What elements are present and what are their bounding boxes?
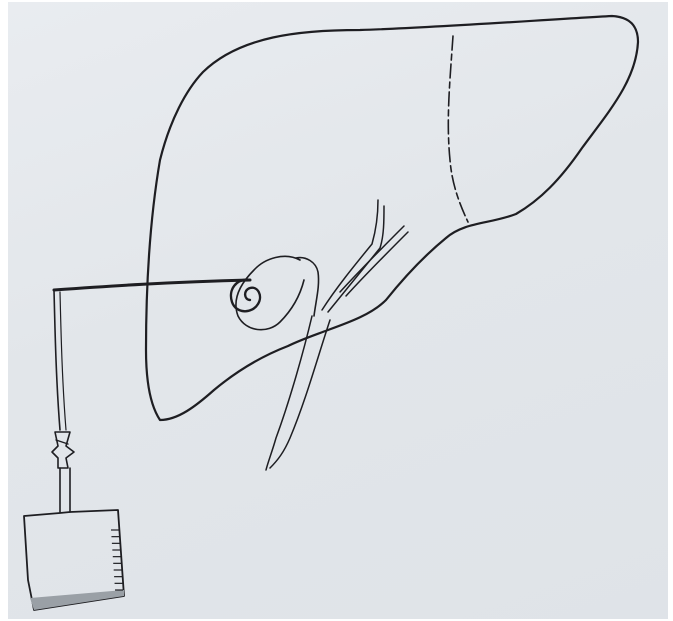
liver-outline	[146, 16, 638, 420]
stopcock-valve-icon	[52, 432, 74, 468]
drainage-tube-horizontal	[54, 280, 250, 290]
hepatic-duct-left-branch	[322, 200, 378, 310]
drainage-tube-vertical	[54, 290, 60, 430]
drainage-tube-vertical-inner	[60, 292, 66, 430]
pigtail-catheter-coil	[231, 280, 260, 311]
cystic-duct	[296, 258, 319, 316]
hepatic-duct-left-branch-inner	[328, 206, 384, 312]
lobe-division-line	[448, 36, 468, 222]
hepatic-duct-right-branch	[340, 226, 404, 292]
drainage-bag-fluid	[30, 590, 124, 610]
drainage-bag	[24, 510, 124, 610]
common-bile-duct-right	[270, 320, 330, 468]
